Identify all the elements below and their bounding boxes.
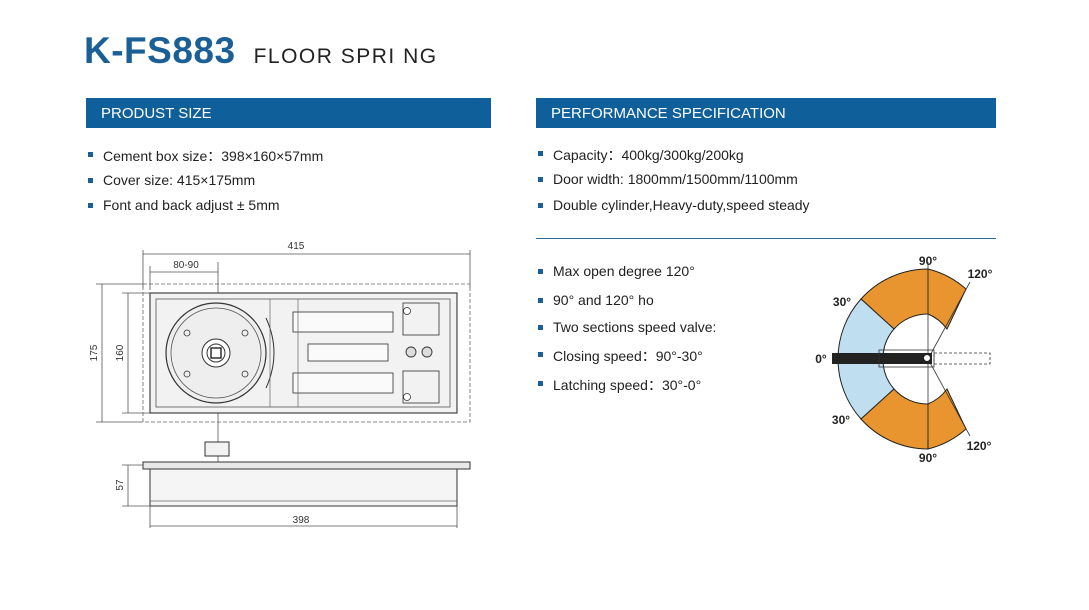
list-item: Max open degree 120° bbox=[538, 263, 716, 292]
dim-80-90-label: 80-90 bbox=[173, 260, 199, 271]
angle-30-top-label: 30° bbox=[833, 295, 851, 309]
dim-160-label: 160 bbox=[115, 344, 126, 361]
angle-90-top-label: 90° bbox=[919, 254, 937, 268]
size-list: Cement box size：398×160×57mm Cover size:… bbox=[88, 146, 323, 222]
size-section-header: PRODUST SIZE bbox=[86, 98, 491, 128]
spec-list: Capacity：400kg/300kg/200kg Door width: 1… bbox=[538, 145, 810, 222]
angle-0-label: 0° bbox=[815, 352, 827, 366]
section-divider bbox=[536, 238, 996, 239]
spec-section-header: PERFORMANCE SPECIFICATION bbox=[536, 98, 996, 128]
angle-120-top-label: 120° bbox=[968, 267, 993, 281]
spec-list-2: Max open degree 120° 90° and 120° ho Two… bbox=[538, 263, 716, 400]
list-item: 90° and 120° ho bbox=[538, 292, 716, 319]
dim-175-label: 175 bbox=[89, 344, 100, 361]
angle-90-bottom-label: 90° bbox=[919, 451, 937, 465]
dim-415-label: 415 bbox=[288, 241, 305, 252]
list-item: Font and back adjust ± 5mm bbox=[88, 197, 323, 222]
list-item: Cement box size：398×160×57mm bbox=[88, 146, 323, 172]
list-item: Door width: 1800mm/1500mm/1100mm bbox=[538, 171, 810, 197]
list-item: Capacity：400kg/300kg/200kg bbox=[538, 145, 810, 171]
dim-398-label: 398 bbox=[293, 515, 310, 526]
model-number: K-FS883 bbox=[84, 30, 236, 71]
product-title: K-FS883 FLOOR SPRI NG bbox=[84, 30, 438, 72]
dimension-drawing: 415 80-90 175 160 57 398 bbox=[89, 241, 471, 528]
list-item: Closing speed：90°-30° bbox=[538, 346, 716, 375]
product-subtitle: FLOOR SPRI NG bbox=[253, 45, 438, 68]
dim-57-label: 57 bbox=[115, 479, 126, 491]
list-item: Latching speed：30°-0° bbox=[538, 375, 716, 400]
list-item: Cover size: 415×175mm bbox=[88, 172, 323, 197]
angle-30-bottom-label: 30° bbox=[832, 413, 850, 427]
opening-angle-diagram: 90° 120° 30° 0° 30° 90° 120° bbox=[815, 254, 993, 465]
list-item: Two sections speed valve: bbox=[538, 319, 716, 346]
angle-120-bottom-label: 120° bbox=[967, 439, 992, 453]
list-item: Double cylinder,Heavy-duty,speed steady bbox=[538, 197, 810, 222]
